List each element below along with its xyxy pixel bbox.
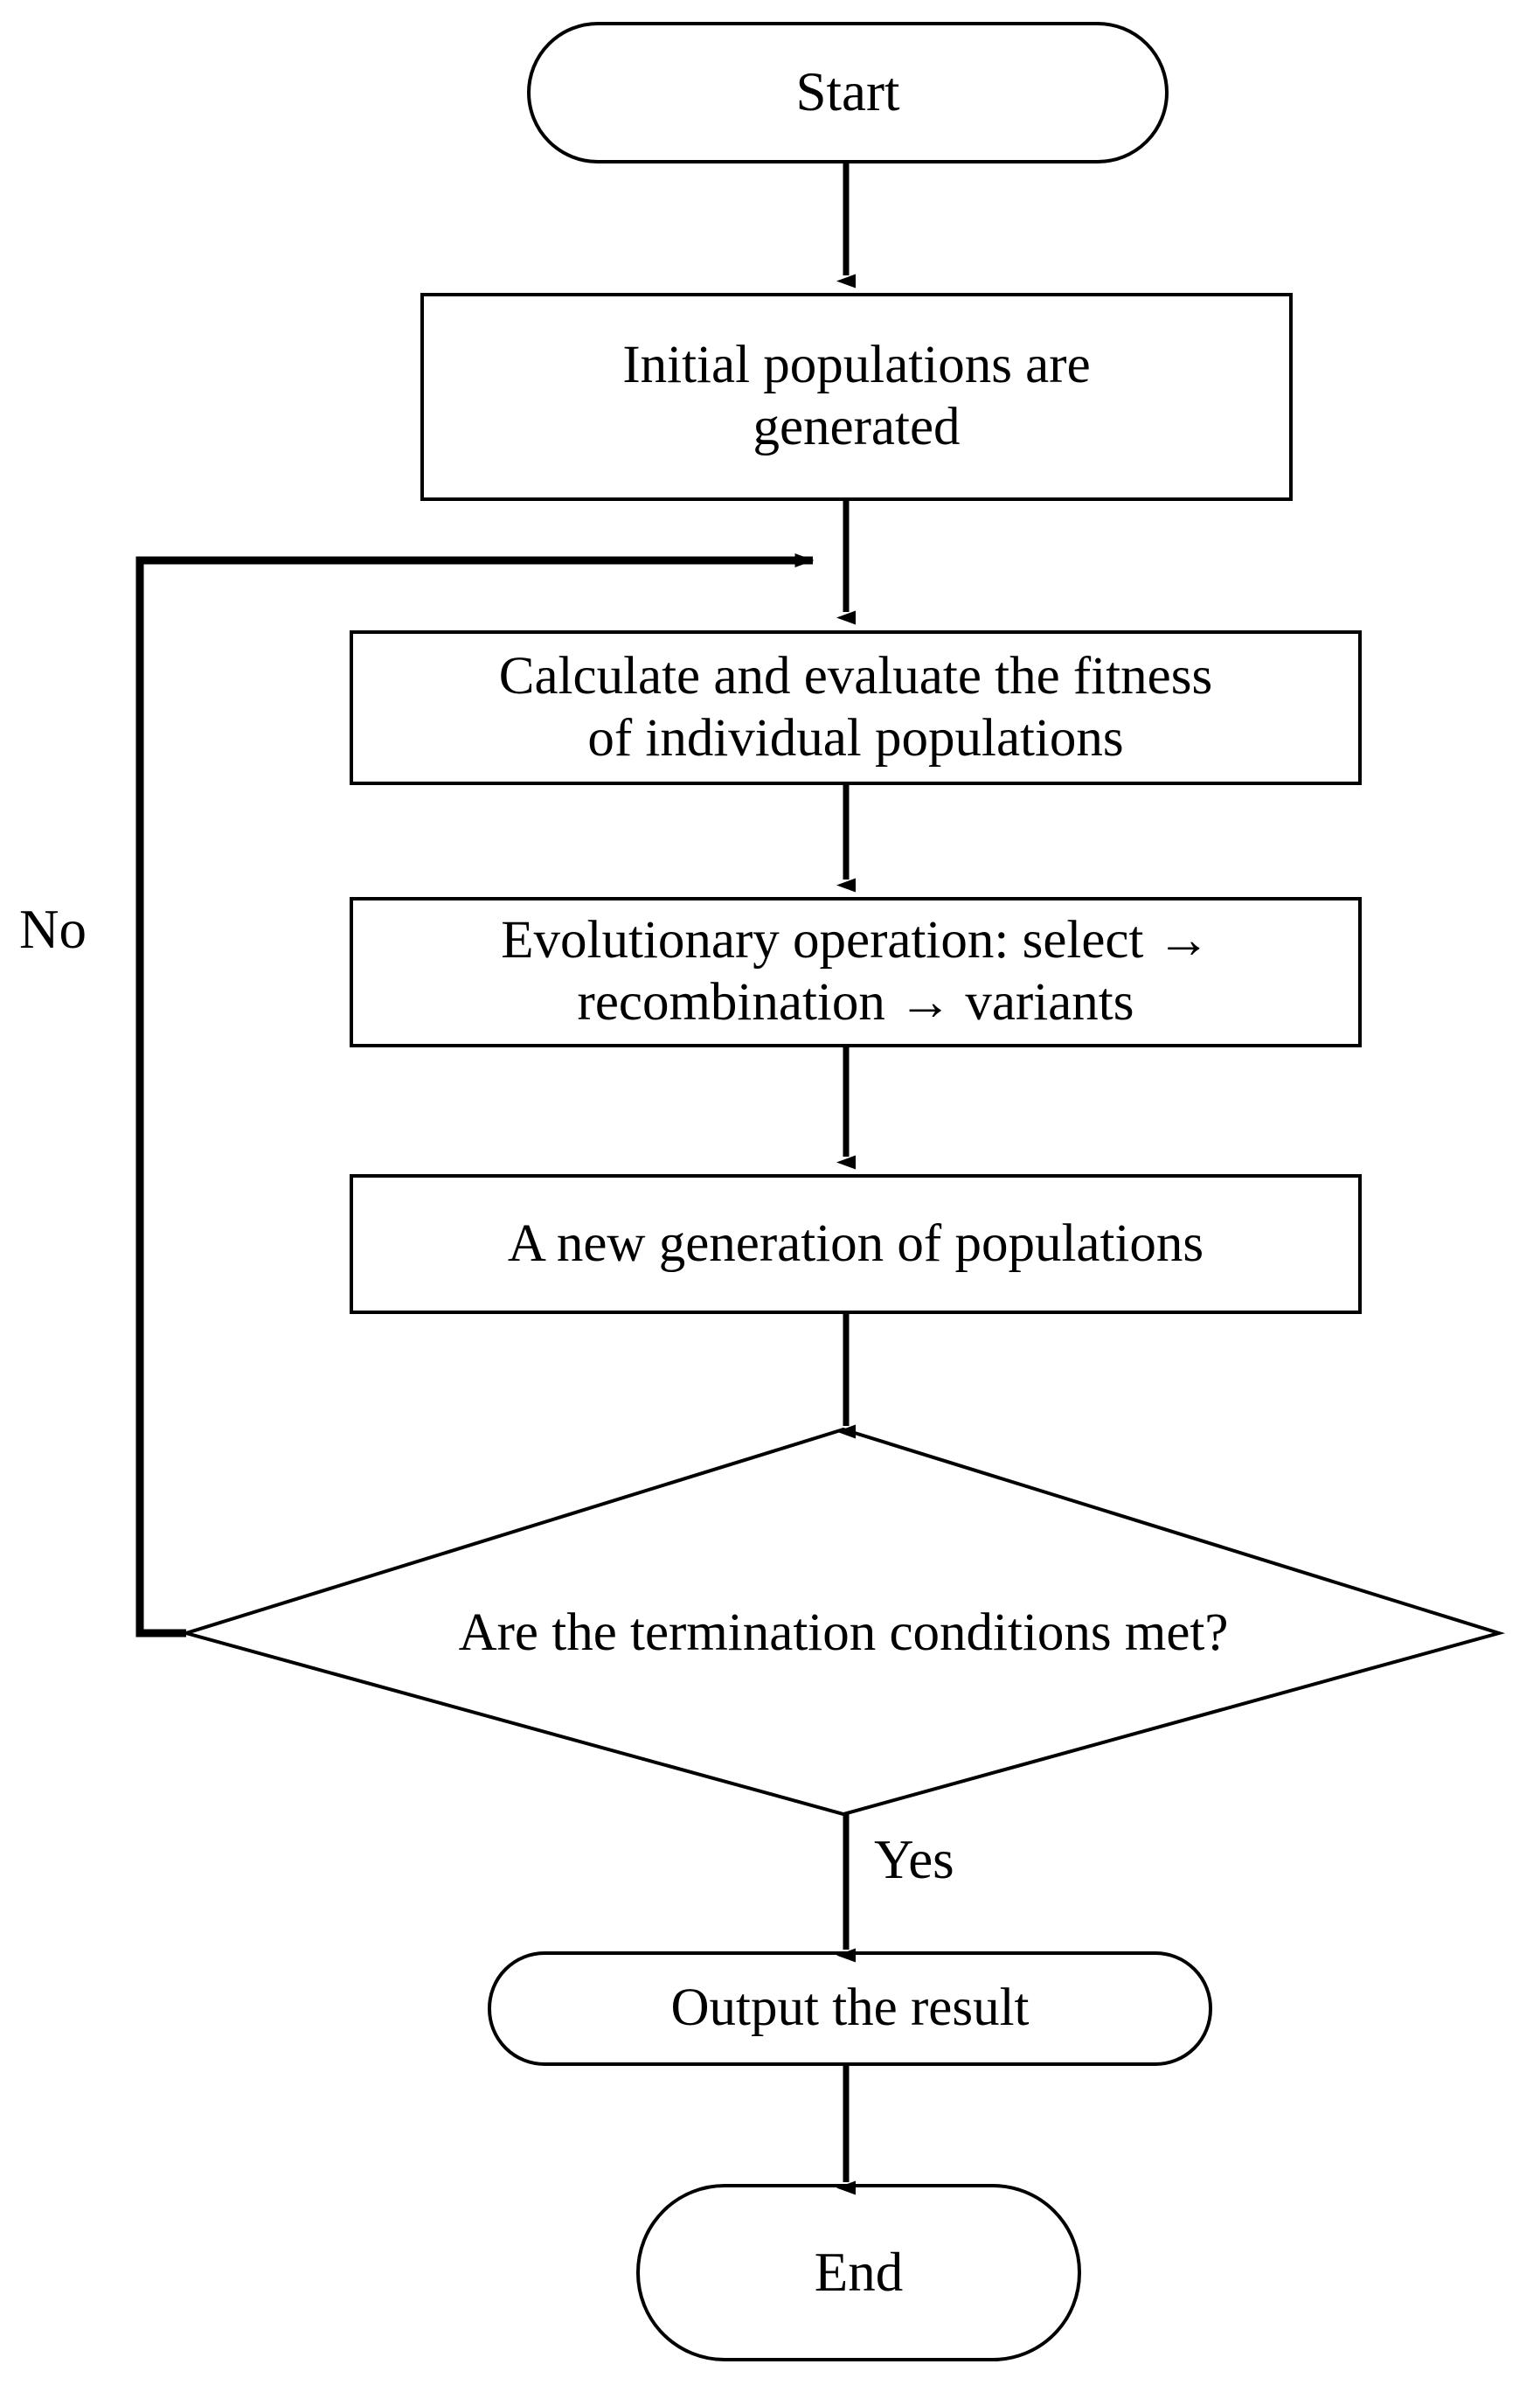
node-new-generation-shape[interactable] xyxy=(350,1174,1362,1314)
node-end-shape[interactable] xyxy=(636,2184,1081,2361)
node-calculate-fitness-shape[interactable] xyxy=(350,630,1362,785)
node-termination-decision-shape[interactable] xyxy=(179,1427,1506,1817)
node-evolutionary-operation-shape[interactable] xyxy=(350,897,1362,1047)
edge-label-yes: Yes xyxy=(874,1829,954,1890)
node-output-result-shape[interactable] xyxy=(488,1951,1212,2066)
node-start-shape[interactable] xyxy=(527,22,1169,163)
node-initial-populations-shape[interactable] xyxy=(420,293,1293,501)
edge-decision-to-fitness-no xyxy=(135,553,815,1638)
edge-label-no: No xyxy=(19,899,87,960)
